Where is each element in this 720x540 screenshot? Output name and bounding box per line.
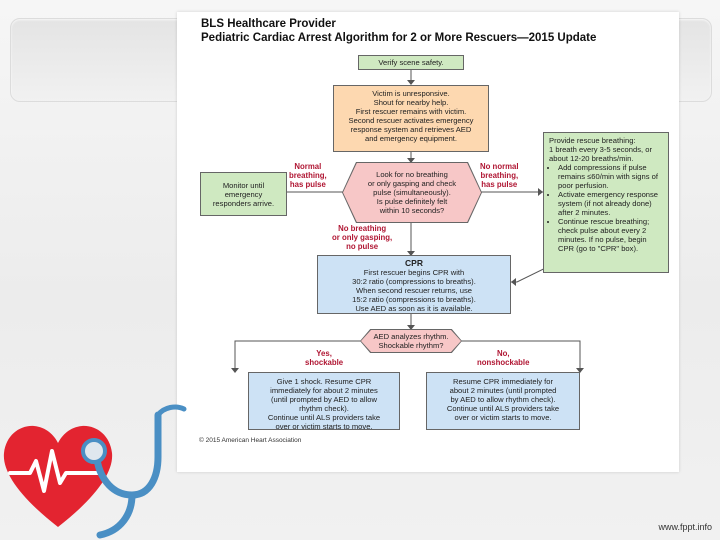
cpr-text: First rescuer begins CPR with 30:2 ratio… bbox=[352, 268, 476, 313]
verify-scene-box: Verify scene safety. bbox=[358, 55, 464, 70]
rescue-intro: 1 breath every 3-5 seconds, or about 12-… bbox=[549, 145, 652, 163]
aed-analyzes-box: AED analyzes rhythm. Shockable rhythm? bbox=[361, 330, 461, 352]
copyright-text: © 2015 American Heart Association bbox=[199, 437, 302, 444]
monitor-box: Monitor until emergency responders arriv… bbox=[200, 172, 287, 216]
rescue-bullet: Continue rescue breathing; check pulse a… bbox=[558, 217, 663, 253]
stethoscope-icon bbox=[92, 404, 187, 539]
cpr-box: CPR First rescuer begins CPR with 30:2 r… bbox=[317, 255, 511, 314]
label-normal-breathing: Normal breathing, has pulse bbox=[289, 162, 327, 189]
cpr-title: CPR bbox=[405, 258, 423, 268]
look-for-breathing-box: Look for no breathing or only gasping an… bbox=[343, 163, 481, 222]
rescue-bullet: Activate emergency response system (if n… bbox=[558, 190, 663, 217]
victim-unresponsive-box: Victim is unresponsive. Shout for nearby… bbox=[333, 85, 489, 152]
label-no-normal-breathing: No normal breathing, has pulse bbox=[480, 162, 519, 189]
give-shock-box: Give 1 shock. Resume CPR immediately for… bbox=[248, 372, 400, 431]
label-yes-shockable: Yes, shockable bbox=[305, 349, 344, 367]
footer-url: www.fppt.info bbox=[658, 522, 712, 532]
label-no-breathing: No breathing or only gasping, no pulse bbox=[332, 224, 393, 251]
resume-cpr-box: Resume CPR immediately for about 2 minut… bbox=[426, 372, 580, 430]
rescue-breathing-box: Provide rescue breathing: 1 breath every… bbox=[543, 132, 669, 273]
label-no-nonshockable: No, nonshockable bbox=[477, 349, 530, 367]
algorithm-document: BLS Healthcare Provider Pediatric Cardia… bbox=[177, 12, 679, 472]
chestpiece-icon bbox=[81, 438, 107, 464]
doc-subtitle: Pediatric Cardiac Arrest Algorithm for 2… bbox=[201, 32, 597, 44]
doc-title: BLS Healthcare Provider bbox=[201, 18, 336, 30]
rescue-title: Provide rescue breathing: bbox=[549, 136, 636, 145]
rescue-bullet: Add compressions if pulse remains ≤60/mi… bbox=[558, 163, 663, 190]
heart-stethoscope-illustration bbox=[3, 404, 187, 539]
